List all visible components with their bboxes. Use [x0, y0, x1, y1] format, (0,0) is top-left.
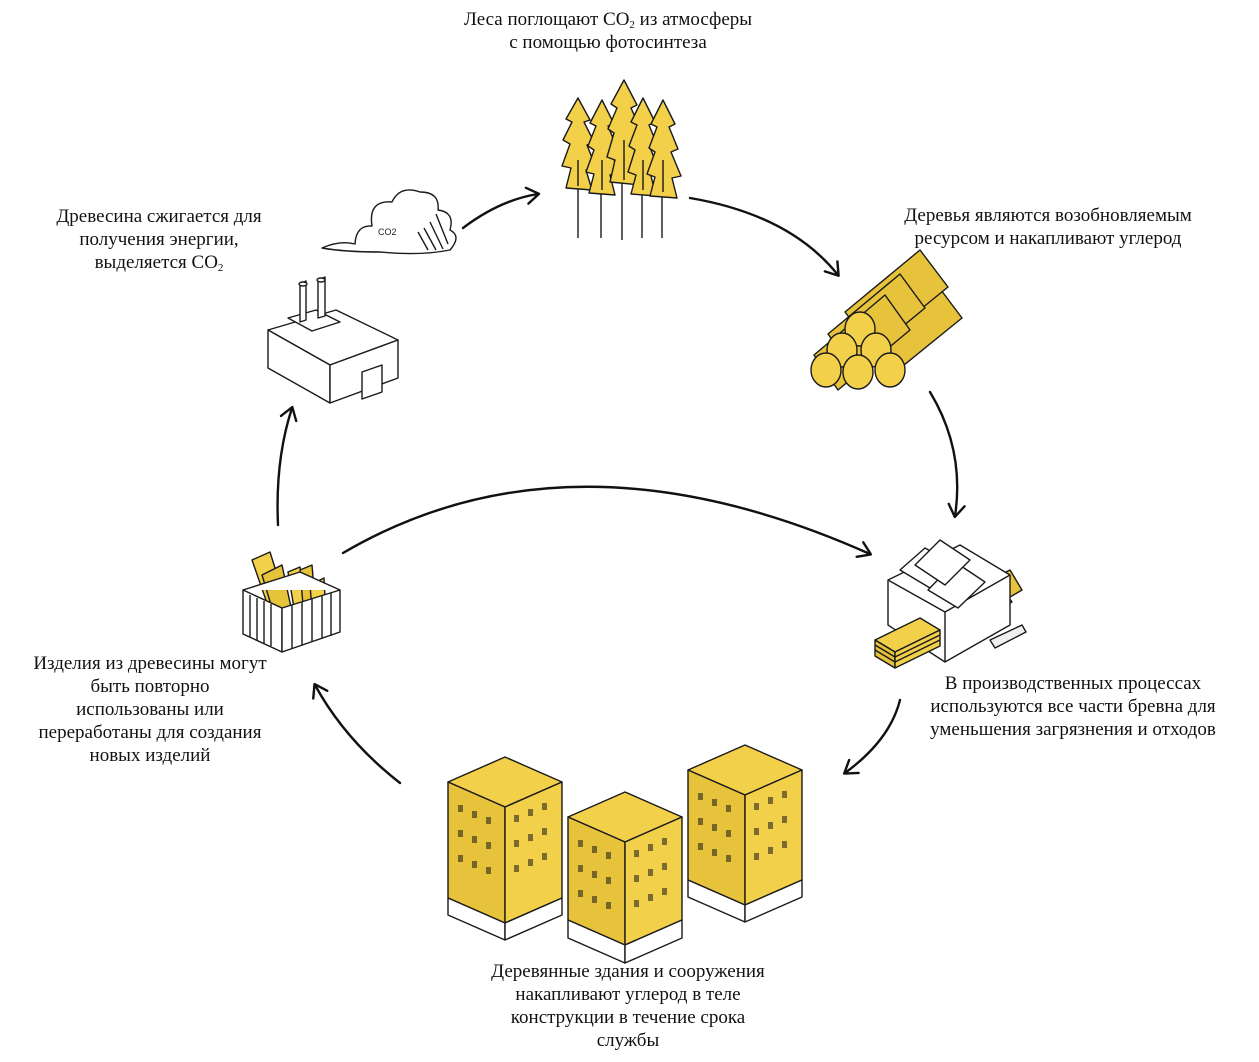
- logs-icon: [810, 249, 963, 391]
- caption-trees-line1: Деревья являются возобновляемым: [904, 205, 1192, 226]
- caption-buildings: Деревянные здания и сооружения накаплива…: [448, 960, 808, 1052]
- caption-reuse: Изделия из древесины могут быть повторно…: [2, 652, 298, 767]
- caption-buildings-line1: Деревянные здания и сооружения: [491, 961, 765, 982]
- caption-reuse-line2: быть повторно: [90, 676, 210, 697]
- caption-reuse-line5: новых изделий: [89, 745, 211, 766]
- caption-forests-line2: с помощью фотосинтеза: [509, 32, 707, 53]
- caption-production-line3: уменьшения загрязнения и отходов: [930, 719, 1216, 740]
- buildings-icon: [447, 744, 803, 964]
- caption-buildings-line2: накапливают углерод в теле: [515, 984, 741, 1005]
- caption-burning-line3: выделяется CO2: [94, 252, 224, 274]
- arrow-reuse-to-factory: [276, 405, 298, 527]
- caption-burning-line2: получения энергии,: [79, 229, 239, 250]
- caption-trees: Деревья являются возобновляемым ресурсом…: [862, 204, 1234, 250]
- caption-forests: Леса поглощают CO2 из атмосферы с помощь…: [420, 8, 796, 54]
- arrow-cloud-to-forest: [461, 186, 541, 230]
- recycle-bin-icon: [242, 551, 341, 653]
- smoke-cloud-icon: CO2: [321, 189, 457, 255]
- caption-trees-line2: ресурсом и накапливают углерод: [914, 228, 1182, 249]
- forest-icon: [561, 79, 682, 240]
- caption-burning-line1: Древесина сжигается для: [56, 206, 262, 227]
- factory-icon: [267, 276, 399, 404]
- caption-production-line1: В производственных процессах: [944, 673, 1202, 694]
- caption-buildings-line4: службы: [596, 1030, 660, 1051]
- arrow-reuse-to-sawmill: [341, 485, 873, 559]
- caption-production-line2: используются все части бревна для: [930, 696, 1216, 717]
- caption-production: В производственных процессах используютс…: [892, 672, 1254, 741]
- arrow-sawmill-to-buildings: [842, 698, 902, 775]
- arrow-forest-to-logs: [688, 196, 840, 277]
- caption-buildings-line3: конструкции в течение срока: [510, 1007, 746, 1028]
- caption-burning: Древесина сжигается для получения энерги…: [26, 205, 292, 274]
- arrow-buildings-to-reuse: [312, 682, 402, 785]
- arrow-logs-to-sawmill: [928, 390, 966, 519]
- caption-reuse-line1: Изделия из древесины могут: [33, 653, 267, 674]
- cloud-co2-label: CO2: [378, 227, 397, 237]
- caption-reuse-line4: переработаны для создания: [38, 722, 262, 743]
- caption-forests-line1: Леса поглощают CO2 из атмосферы: [463, 9, 753, 31]
- caption-reuse-line3: использованы или: [76, 699, 224, 720]
- sawmill-icon: [874, 539, 1027, 669]
